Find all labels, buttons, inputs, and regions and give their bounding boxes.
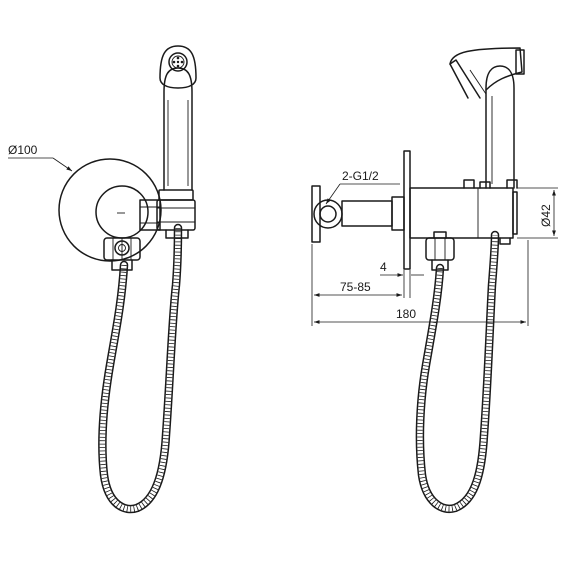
flange-diameter-label: Ø100	[8, 143, 38, 157]
side-hose	[415, 230, 500, 514]
thread-label: 2-G1/2	[342, 169, 379, 183]
thread-callout: 2-G1/2	[325, 169, 400, 205]
side-outlet-nut	[425, 231, 455, 271]
front-flange-disc	[58, 158, 162, 262]
front-hose	[98, 223, 183, 514]
flange-thickness-label: 4	[380, 260, 387, 274]
total-length-dimension: 180	[314, 307, 526, 324]
side-body-cylinder	[409, 179, 518, 245]
front-outlet-nut	[103, 237, 141, 271]
flange-diameter-callout: Ø100	[8, 143, 73, 172]
wall-depth-label: 75-85	[340, 280, 371, 294]
front-hand-shower	[159, 45, 197, 191]
front-handset-holder	[156, 189, 196, 239]
wall-depth-dimension: 75-85	[314, 280, 402, 297]
flange-thickness-dimension: 4	[380, 260, 424, 277]
side-wall-connector	[311, 185, 405, 243]
total-length-label: 180	[396, 307, 416, 321]
side-hand-shower	[449, 47, 525, 189]
body-diameter-dimension: Ø42	[517, 187, 558, 239]
side-view: 2-G1/2 Ø42 4 75-85 180	[311, 47, 558, 514]
side-flange-plate	[403, 150, 411, 270]
body-diameter-label: Ø42	[539, 204, 553, 227]
front-view: Ø100	[8, 45, 197, 514]
